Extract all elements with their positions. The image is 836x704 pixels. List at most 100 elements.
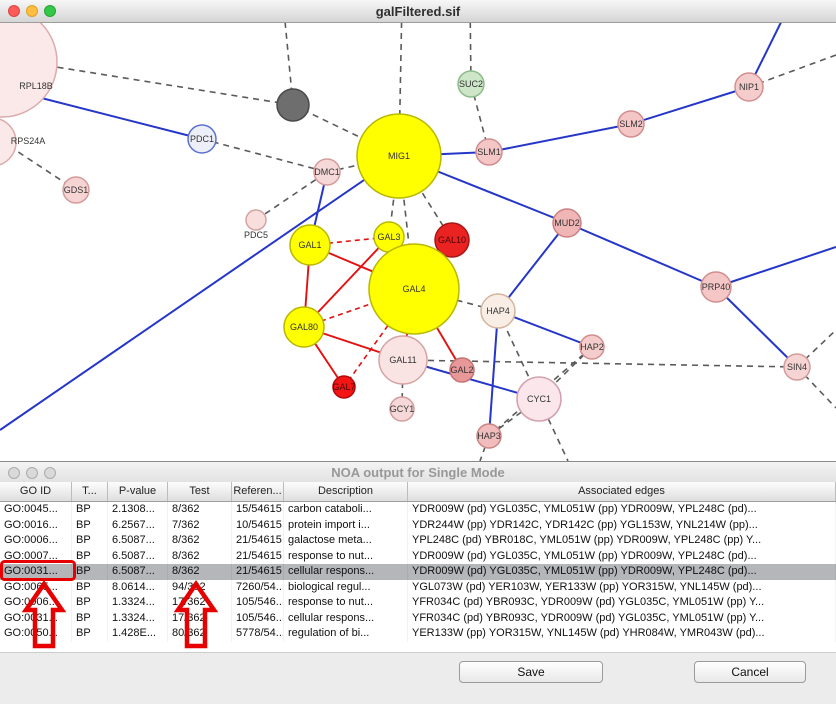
zoom-button[interactable]	[44, 467, 56, 479]
window-titlebar[interactable]: NOA output for Single Mode	[0, 462, 836, 483]
table-cell: YFR034C (pd) YBR093C, YDR009W (pd) YGL03…	[408, 595, 836, 611]
table-cell: YDR244W (pp) YDR142C, YDR142C (pp) YGL15…	[408, 517, 836, 533]
save-button[interactable]: Save	[459, 661, 603, 683]
node-MIG1[interactable]	[356, 113, 442, 199]
table-cell: 2.1308...	[108, 502, 168, 518]
node-SLM1[interactable]	[475, 138, 503, 166]
table-cell: YER133W (pp) YOR315W, YNL145W (pd) YHR08…	[408, 626, 836, 642]
column-header[interactable]: GO ID	[0, 482, 72, 501]
table-cell: 5778/54...	[232, 626, 284, 642]
table-cell: 105/546...	[232, 595, 284, 611]
node-unlabeled[interactable]	[276, 88, 310, 122]
node-NIP1[interactable]	[734, 72, 764, 102]
node-label: GAL7	[332, 382, 355, 392]
node-PDC1[interactable]	[187, 124, 217, 154]
table-cell: 17/362	[168, 595, 232, 611]
node-GAL4[interactable]	[368, 243, 460, 335]
table-cell: GO:0006...	[0, 595, 72, 611]
window-titlebar[interactable]: galFiltered.sif	[0, 0, 836, 23]
node-HAP4[interactable]	[480, 293, 516, 329]
node-label: RPS24A	[11, 136, 46, 146]
node-label: SLM2	[619, 119, 643, 129]
table-cell: 15/54615	[232, 502, 284, 518]
close-button[interactable]	[8, 467, 20, 479]
column-header[interactable]: P-value	[108, 482, 168, 501]
node-label: PDC1	[190, 134, 214, 144]
network-edge	[292, 104, 400, 157]
node-GAL80[interactable]	[283, 306, 325, 348]
node-GAL7[interactable]	[332, 375, 356, 399]
node-label: GAL4	[402, 284, 425, 294]
node-HAP2[interactable]	[579, 334, 605, 360]
node-SIN4[interactable]	[783, 353, 811, 381]
node-CYC1[interactable]	[516, 376, 562, 422]
column-header[interactable]: T...	[72, 482, 108, 501]
node-GAL11[interactable]	[378, 335, 428, 385]
node-SLM2[interactable]	[617, 110, 645, 138]
node-DMC1[interactable]	[313, 158, 341, 186]
node-GAL2[interactable]	[449, 357, 475, 383]
zoom-button[interactable]	[44, 5, 56, 17]
node-label: HAP3	[477, 431, 501, 441]
node-label: GDS1	[64, 185, 89, 195]
network-edge	[748, 54, 836, 88]
node-label: GAL1	[298, 240, 321, 250]
table-cell: YDR009W (pd) YGL035C, YML051W (pp) YDR00…	[408, 502, 836, 518]
node-RPS24A[interactable]	[0, 118, 17, 166]
column-header[interactable]: Associated edges	[408, 482, 836, 501]
table-cell: 94/362	[168, 579, 232, 595]
node-HAP3[interactable]	[476, 423, 502, 449]
node-label: MIG1	[388, 151, 410, 161]
table-cell: galactose meta...	[284, 533, 408, 549]
table-cell: YDR009W (pd) YGL035C, YML051W (pp) YDR00…	[408, 548, 836, 564]
table-cell: GO:0007...	[0, 548, 72, 564]
node-MUD2[interactable]	[552, 208, 582, 238]
node-GAL10[interactable]	[434, 222, 470, 258]
column-header[interactable]: Test	[168, 482, 232, 501]
node-GAL1[interactable]	[289, 224, 331, 266]
node-label: PRP40	[702, 282, 731, 292]
table-cell: GO:0006...	[0, 533, 72, 549]
minimize-button[interactable]	[26, 5, 38, 17]
network-edge	[488, 123, 632, 153]
table-cell: carbon cataboli...	[284, 502, 408, 518]
minimize-button[interactable]	[26, 467, 38, 479]
table-cell: BP	[72, 564, 108, 580]
table-cell: BP	[72, 610, 108, 626]
network-edge	[566, 222, 717, 288]
table-cell: 8/362	[168, 533, 232, 549]
column-header[interactable]: Referen...	[232, 482, 284, 501]
table-cell: BP	[72, 579, 108, 595]
network-canvas[interactable]: RPL18BRPS24AGDS1PDC1DMC1MIG1SUC2SLM1SLM2…	[0, 0, 836, 461]
node-PDC5[interactable]	[245, 209, 267, 231]
network-edge	[255, 171, 328, 221]
column-header[interactable]: Description	[284, 482, 408, 501]
close-button[interactable]	[8, 5, 20, 17]
table-cell: BP	[72, 533, 108, 549]
network-edge	[24, 61, 294, 106]
node-GCY1[interactable]	[389, 396, 415, 422]
node-label: SIN4	[787, 362, 807, 372]
cancel-button[interactable]: Cancel	[694, 661, 806, 683]
table-cell: response to nut...	[284, 548, 408, 564]
node-GDS1[interactable]	[62, 176, 90, 204]
node-SUC2[interactable]	[457, 70, 485, 98]
table-cell: 6.5087...	[108, 548, 168, 564]
node-PRP40[interactable]	[700, 271, 732, 303]
table-cell: BP	[72, 517, 108, 533]
window-title: NOA output for Single Mode	[331, 464, 505, 480]
table-cell: 8/362	[168, 548, 232, 564]
